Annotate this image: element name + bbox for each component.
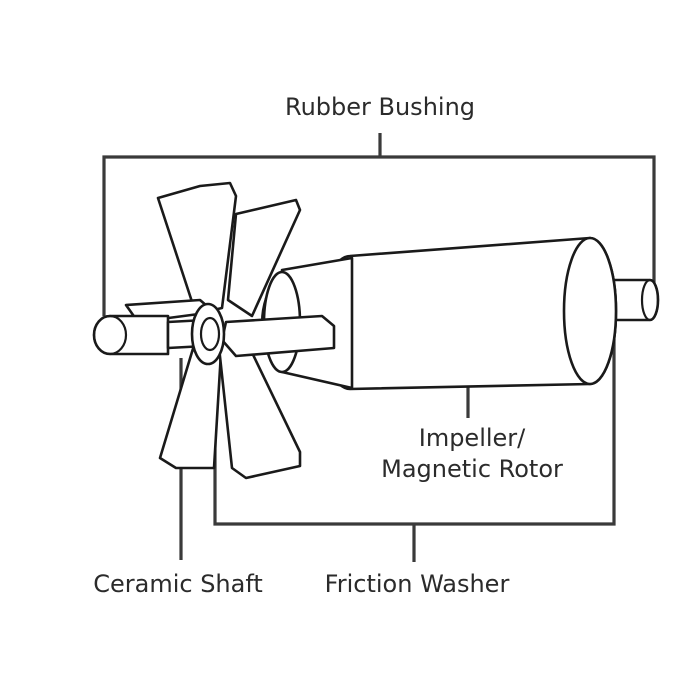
vane-upper-left bbox=[156, 181, 238, 316]
friction-washer-label: Friction Washer bbox=[325, 570, 510, 598]
ceramic-shaft-label: Ceramic Shaft bbox=[93, 570, 263, 598]
rubber-bushing-label: Rubber Bushing bbox=[285, 93, 475, 121]
friction-washer bbox=[190, 302, 226, 366]
vane-right bbox=[220, 314, 336, 358]
vane-upper-right bbox=[226, 198, 302, 318]
rubber-bushing-bracket bbox=[102, 133, 656, 316]
impeller-label-line1: Impeller/ bbox=[419, 424, 526, 452]
impeller-assembly bbox=[92, 181, 660, 480]
magnetic-rotor-cylinder bbox=[320, 236, 618, 391]
impeller-label-line2: Magnetic Rotor bbox=[381, 455, 563, 483]
ceramic-shaft bbox=[92, 314, 207, 356]
rear-shaft-stub bbox=[602, 278, 660, 322]
